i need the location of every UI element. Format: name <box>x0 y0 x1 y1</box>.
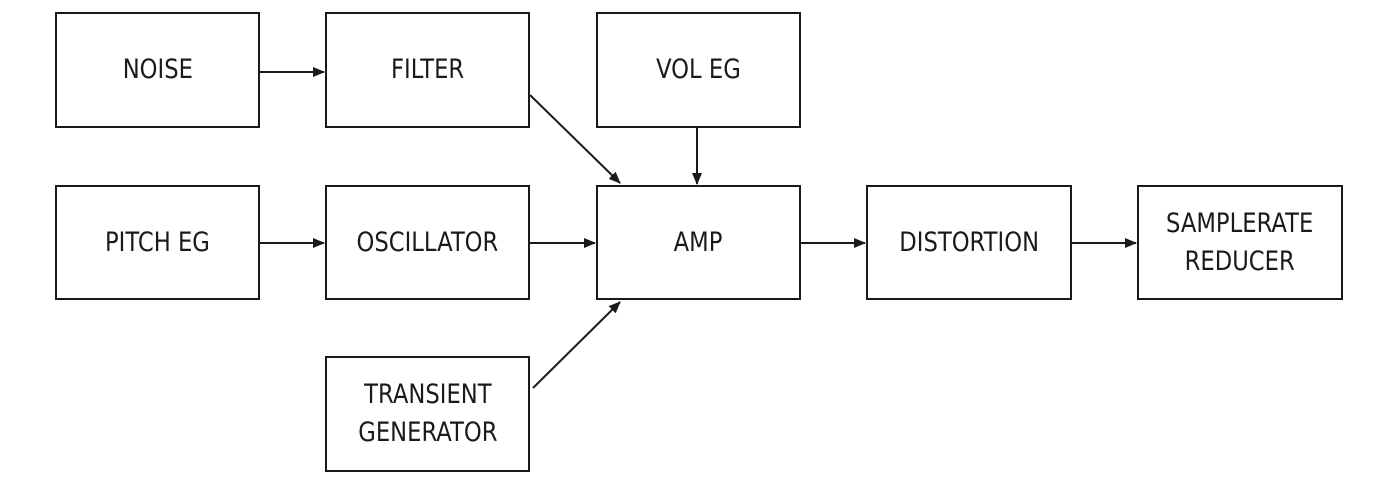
distortion-block: DISTORTION <box>866 185 1072 300</box>
pitch-eg-block: PITCH EG <box>55 185 260 300</box>
noise-label: NOISE <box>122 54 193 85</box>
filter-block: FILTER <box>325 12 530 128</box>
noise-block: NOISE <box>55 12 260 128</box>
distortion-label: DISTORTION <box>899 226 1039 258</box>
pitch-eg-label: PITCH EG <box>105 226 210 258</box>
vol-eg-label: VOL EG <box>656 54 741 85</box>
samplerate-reducer-label: SAMPLERATE REDUCER <box>1166 207 1314 277</box>
vol-eg-block: VOL EG <box>596 12 801 128</box>
arrow-transient-to-amp <box>532 301 621 389</box>
amp-label: AMP <box>674 226 723 258</box>
filter-label: FILTER <box>390 54 465 85</box>
oscillator-label: OSCILLATOR <box>356 226 499 258</box>
transient-generator-label: TRANSIENT GENERATOR <box>357 379 498 448</box>
amp-block: AMP <box>596 185 801 300</box>
oscillator-block: OSCILLATOR <box>325 185 530 300</box>
transient-generator-block: TRANSIENT GENERATOR <box>325 356 530 472</box>
samplerate-reducer-block: SAMPLERATE REDUCER <box>1137 185 1343 300</box>
arrow-filter-to-amp <box>529 94 621 184</box>
